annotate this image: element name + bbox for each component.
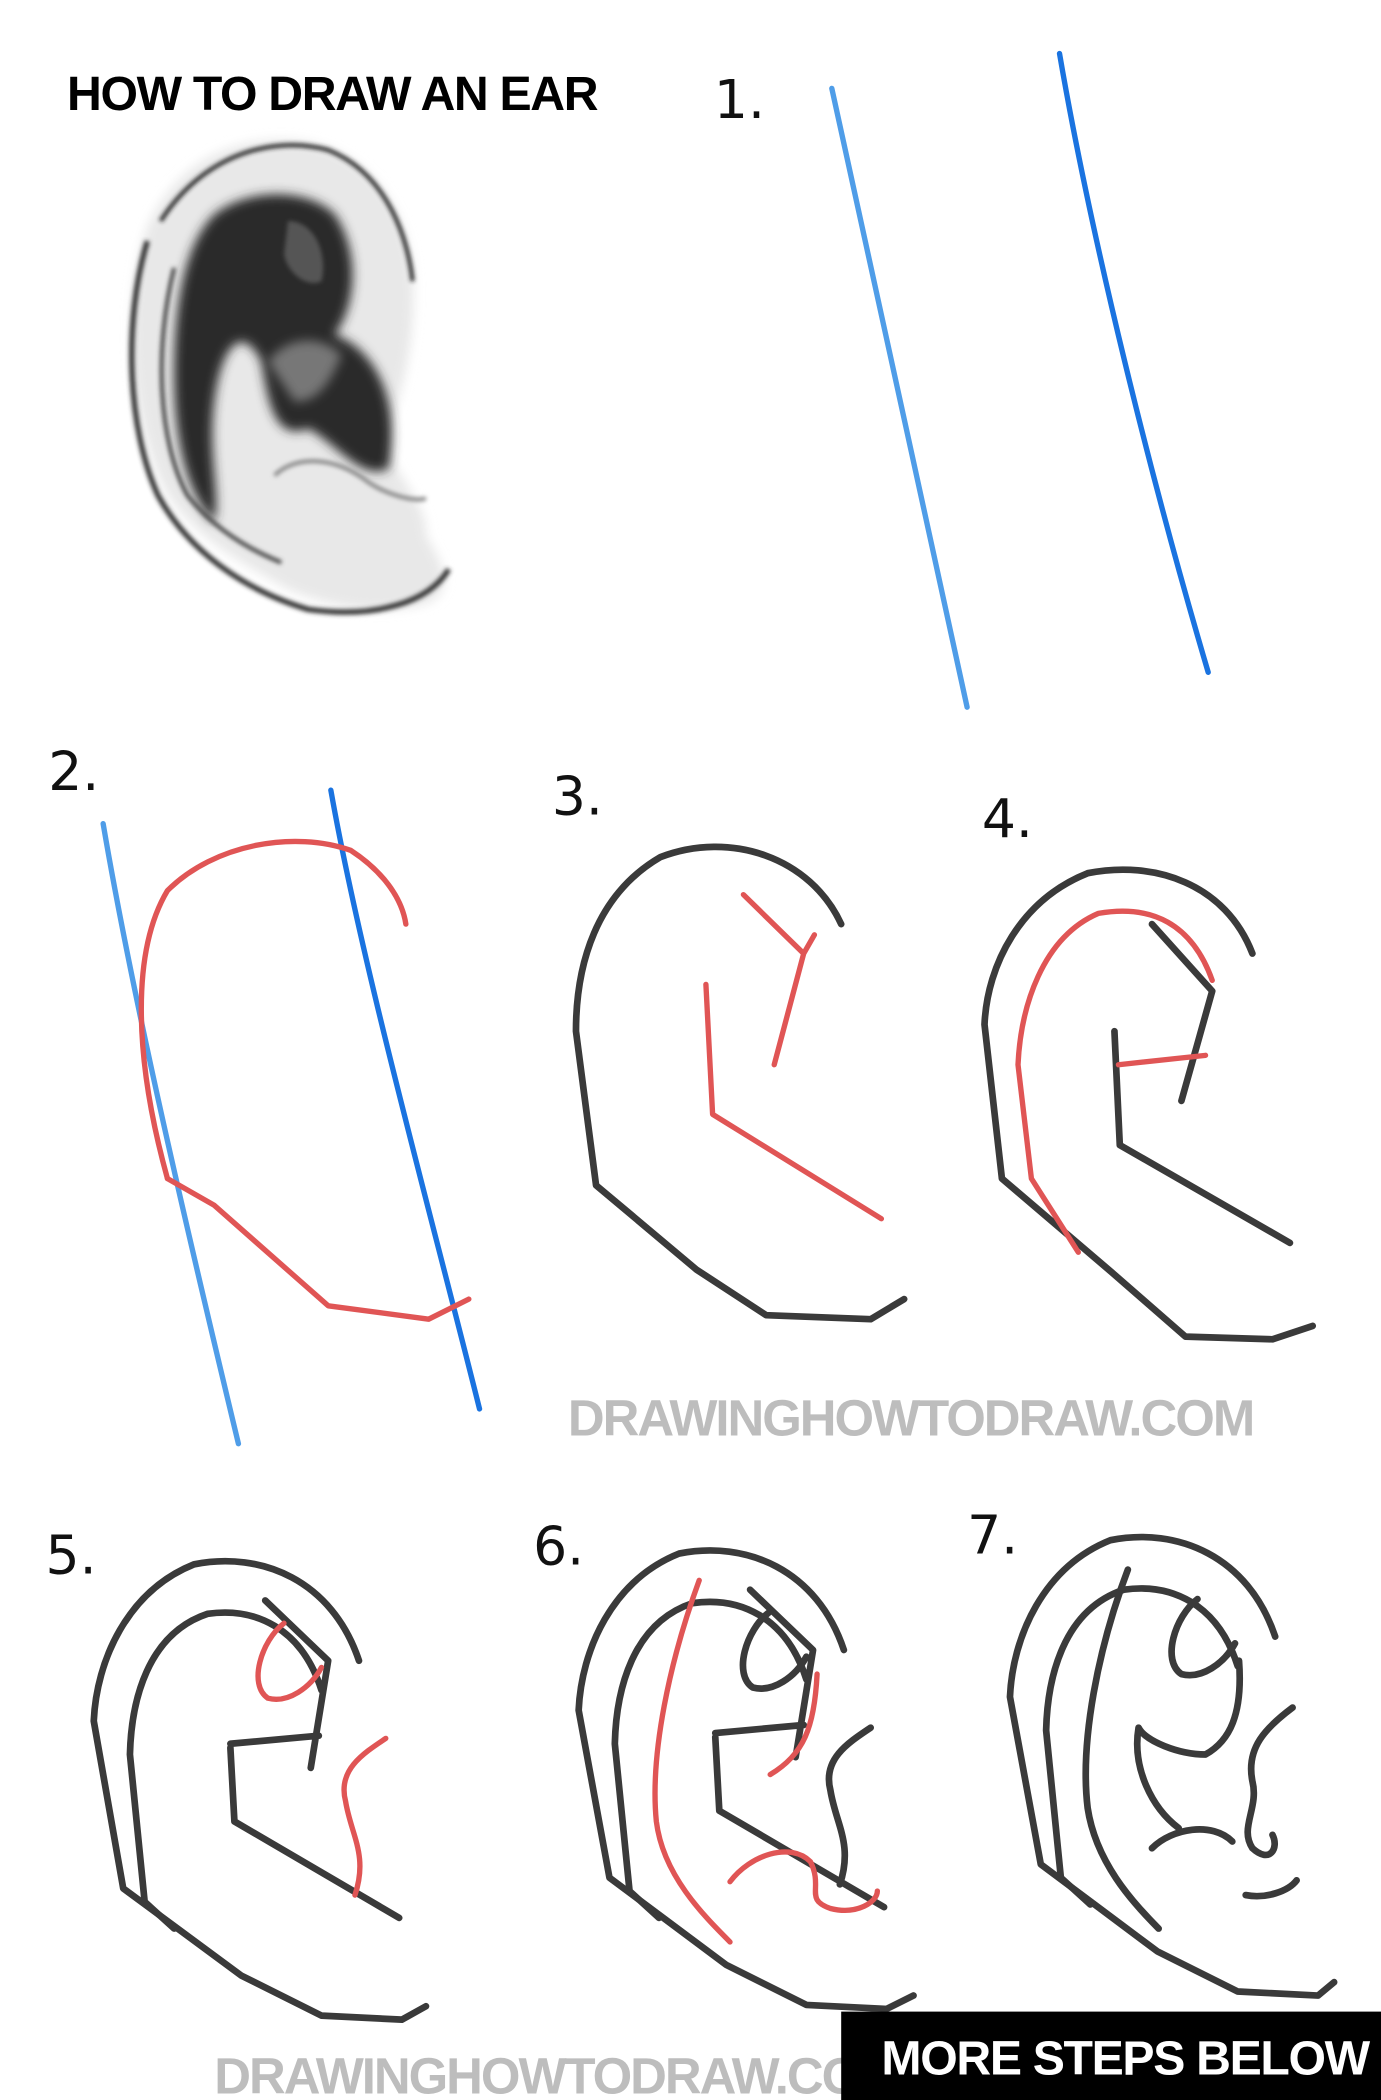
step-3-label: 3.: [552, 764, 603, 827]
watermark-bottom: DRAWINGHOWTODRAW.COM: [214, 2047, 899, 2100]
step-6-drawing: [575, 1547, 917, 2013]
watermark-middle: DRAWINGHOWTODRAW.COM: [568, 1390, 1253, 1447]
step-2-label: 2.: [48, 740, 99, 803]
step-5-label: 5.: [46, 1524, 97, 1587]
step-4-drawing: [981, 866, 1317, 1343]
ear-outline-top: [138, 838, 409, 1182]
step-1-label: 1.: [714, 68, 765, 131]
finished-ear-illustration: [129, 140, 452, 615]
step-6-label: 6.: [533, 1514, 584, 1577]
guide-line: [100, 820, 242, 1447]
step-4-label: 4.: [982, 787, 1033, 850]
guide-line: [829, 85, 970, 710]
banner-label: MORE STEPS BELOW: [881, 2032, 1370, 2086]
step-5-drawing: [90, 1557, 430, 2023]
step-7-drawing: [1006, 1533, 1338, 1999]
page-title: HOW TO DRAW AN EAR: [67, 67, 598, 121]
ear-outline-bottom: [164, 1175, 472, 1322]
step-7-label: 7.: [967, 1504, 1018, 1567]
guide-line: [1056, 50, 1211, 675]
banner-background: [841, 2011, 1381, 2100]
step-3-drawing: [572, 843, 908, 1323]
step-1-drawing: [829, 50, 1211, 710]
step-2-drawing: [100, 787, 483, 1447]
guide-line: [328, 787, 483, 1412]
more-steps-banner[interactable]: MORE STEPS BELOW: [841, 2011, 1381, 2100]
